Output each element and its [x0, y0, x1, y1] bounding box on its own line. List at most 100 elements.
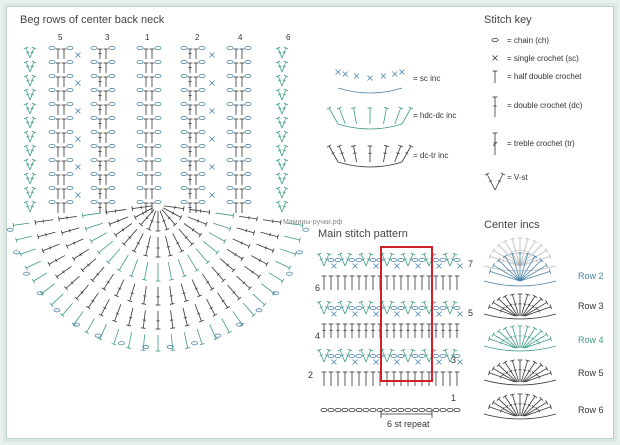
- chain-stitch: [198, 116, 206, 121]
- stitch-top: [141, 303, 147, 305]
- stitch-post: [29, 103, 35, 115]
- stitch-post: [522, 298, 542, 317]
- stitch-bar: [505, 305, 509, 309]
- stitch-post: [131, 259, 139, 277]
- stitch-post: [498, 364, 518, 383]
- stitch-top: [337, 348, 343, 352]
- stitch-top: [199, 319, 204, 323]
- stitch-top: [283, 200, 289, 204]
- center-inc-arc: [483, 313, 557, 320]
- stitch-bar: [166, 246, 170, 248]
- stitch-top: [19, 251, 22, 257]
- chain-stitch: [425, 407, 433, 412]
- chain-stitch: [198, 74, 206, 79]
- stitch-post: [353, 145, 357, 163]
- chain-stitch: [355, 353, 363, 358]
- stitch-post: [123, 228, 138, 245]
- chain-stitch: [154, 129, 162, 134]
- stitch-bar: [184, 236, 188, 239]
- stitch-top: [283, 46, 289, 50]
- stitch-top: [31, 200, 37, 204]
- stitch-bar: [396, 152, 400, 155]
- stitch-post: [163, 207, 182, 218]
- stitch-top: [368, 252, 374, 256]
- chain-stitch: [439, 305, 447, 310]
- stitch-top: [358, 300, 364, 304]
- chain-stitch: [90, 74, 98, 79]
- stitch-top: [316, 300, 322, 304]
- stitch-top: [23, 46, 29, 50]
- stitch-top: [488, 370, 491, 376]
- stitch-top: [368, 348, 374, 352]
- stitch-bar: [502, 406, 505, 411]
- stitch-top: [23, 74, 29, 78]
- stitch-bar: [55, 258, 58, 262]
- stitch-post: [407, 301, 414, 315]
- stitch-post: [187, 216, 207, 225]
- chain-stitch: [453, 305, 461, 310]
- stitch-bar: [30, 93, 34, 96]
- stitch-bar: [340, 152, 344, 155]
- stitch-bar: [340, 258, 344, 261]
- stitch-top: [227, 330, 232, 334]
- stitch-post: [519, 238, 529, 267]
- stitch-bar: [146, 246, 150, 248]
- stitch-post: [281, 103, 287, 115]
- center-inc-row-label: Row 3: [578, 301, 604, 311]
- stitch-post: [277, 187, 283, 199]
- stitch-bar: [106, 281, 110, 284]
- stitch-post: [61, 227, 80, 234]
- stitch-post: [524, 406, 551, 417]
- stitch-top: [231, 268, 236, 273]
- stitch-bar: [258, 258, 261, 262]
- key-dc-label: = double crochet (dc): [507, 101, 583, 110]
- stitch-post: [165, 235, 171, 256]
- stitch-top: [170, 327, 176, 329]
- stitch-post: [182, 307, 188, 326]
- stitch-post: [196, 328, 203, 345]
- chain-stitch: [355, 257, 363, 262]
- stitch-bar: [282, 177, 286, 180]
- center-inc-row-label: Row 6: [578, 405, 604, 415]
- stitch-post: [444, 253, 451, 267]
- stitch-top: [169, 278, 174, 281]
- stitch-top: [347, 348, 353, 352]
- stitch-top: [410, 252, 416, 256]
- stitch-post: [76, 284, 89, 299]
- stitch-bar: [206, 281, 210, 284]
- stitch-post: [184, 332, 189, 349]
- stitch-post: [493, 368, 517, 383]
- stitch-top: [545, 300, 549, 305]
- stitch-top: [488, 269, 492, 274]
- sc-stitch: [394, 263, 400, 269]
- stitch-top: [548, 254, 552, 259]
- chain-stitch: [369, 257, 377, 262]
- stitch-top: [532, 239, 538, 243]
- chain-stitch: [226, 60, 234, 65]
- stitch-top: [384, 145, 389, 147]
- stitch-bar: [527, 335, 531, 339]
- chain-stitch: [397, 305, 405, 310]
- sc-stitch: [75, 136, 81, 142]
- stitch-post: [29, 75, 35, 87]
- stitch-post: [423, 253, 430, 267]
- chain-stitch: [302, 227, 310, 232]
- stitch-bar: [445, 258, 449, 261]
- stitch-bar: [264, 246, 267, 250]
- stitch-post: [163, 205, 184, 210]
- stitch-bar: [353, 152, 357, 154]
- chain-stitch: [90, 171, 98, 176]
- chain-stitch: [327, 257, 335, 262]
- stitch-post: [86, 318, 95, 333]
- stitch-post: [521, 396, 536, 417]
- stitch-bar: [523, 369, 527, 372]
- stitch-top: [502, 326, 508, 330]
- stitch-post: [195, 248, 209, 263]
- stitch-post: [323, 253, 330, 267]
- stitch-top: [71, 322, 77, 327]
- stitch-bar: [115, 312, 120, 315]
- stitch-post: [41, 283, 55, 294]
- chain-stitch: [90, 129, 98, 134]
- row-number: 4: [315, 331, 321, 341]
- inc-arc: [337, 123, 403, 130]
